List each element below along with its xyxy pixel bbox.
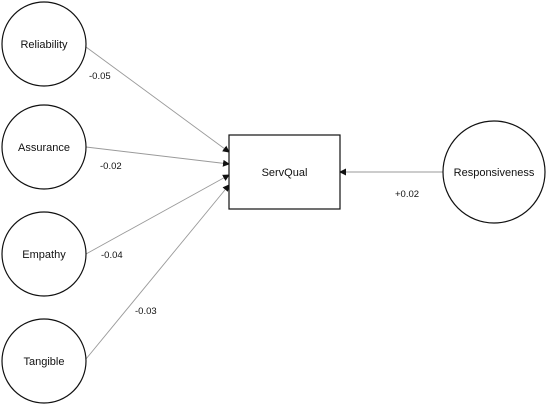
edge-label-reliability: -0.05 bbox=[89, 71, 111, 82]
edges bbox=[85, 46, 446, 360]
empathy-circle bbox=[1, 211, 87, 297]
edge-label-assurance: -0.02 bbox=[100, 161, 122, 172]
edge-assurance-servqual bbox=[85, 146, 230, 167]
edge-labels: -0.05 -0.02 -0.04 -0.03 +0.02 bbox=[89, 71, 419, 317]
edge-empathy-servqual bbox=[85, 174, 230, 255]
node-reliability: Reliability bbox=[1, 1, 87, 87]
tangible-circle bbox=[1, 318, 87, 404]
reliability-label: Reliability bbox=[20, 39, 68, 51]
servqual-label: ServQual bbox=[262, 167, 308, 179]
tangible-label: Tangible bbox=[24, 356, 65, 368]
node-empathy: Empathy bbox=[1, 211, 87, 297]
node-responsiveness: Responsiveness bbox=[442, 120, 546, 224]
edge-tangible-servqual bbox=[85, 184, 230, 360]
edge-label-empathy: -0.04 bbox=[101, 250, 123, 261]
responsiveness-label: Responsiveness bbox=[454, 167, 535, 179]
empathy-label: Empathy bbox=[22, 249, 66, 261]
reliability-circle bbox=[1, 1, 87, 87]
node-servqual: ServQual bbox=[228, 134, 341, 210]
edge-label-responsiveness: +0.02 bbox=[395, 189, 419, 200]
servqual-box bbox=[228, 134, 341, 210]
assurance-label: Assurance bbox=[18, 142, 70, 154]
edge-reliability-servqual bbox=[85, 46, 230, 153]
node-assurance: Assurance bbox=[1, 104, 87, 190]
node-tangible: Tangible bbox=[1, 318, 87, 404]
edge-label-tangible: -0.03 bbox=[135, 306, 157, 317]
responsiveness-circle bbox=[442, 120, 546, 224]
assurance-circle bbox=[1, 104, 87, 190]
